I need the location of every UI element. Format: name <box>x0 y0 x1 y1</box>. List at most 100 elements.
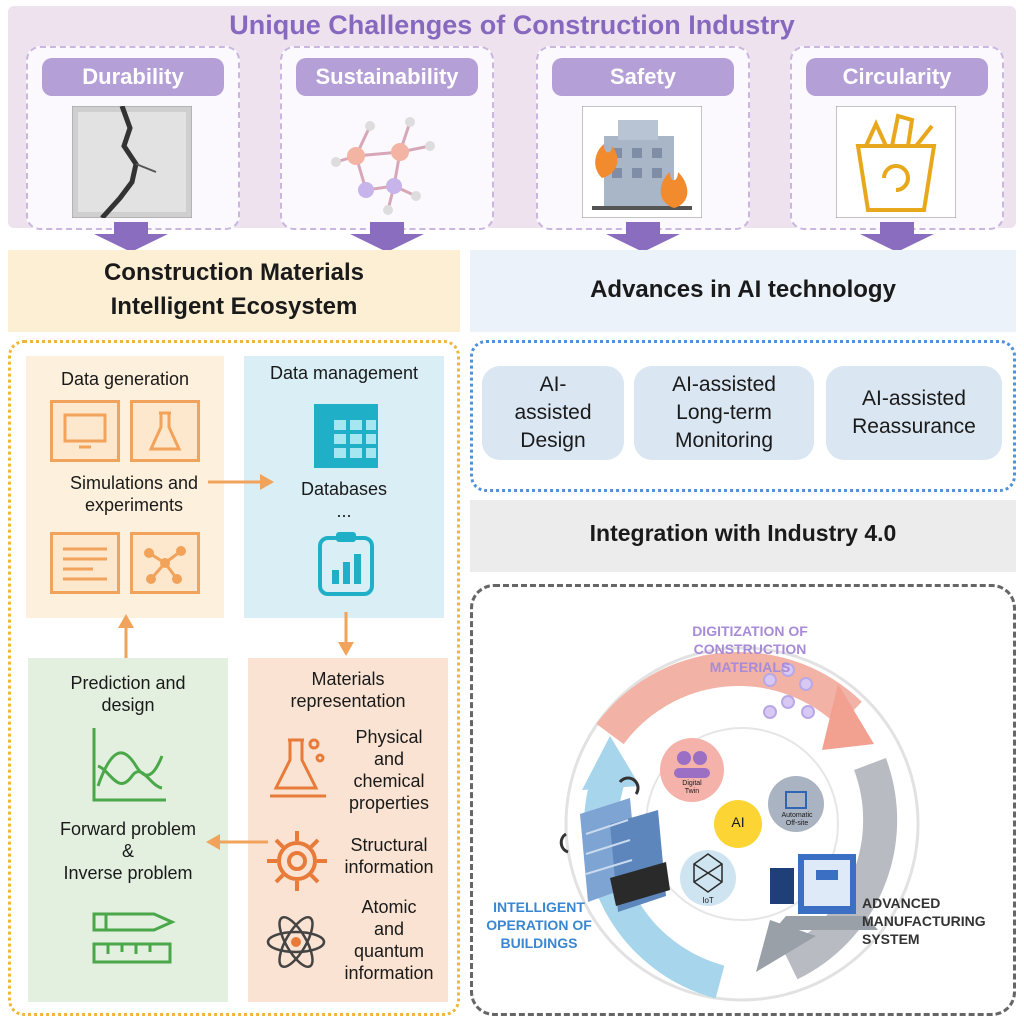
flask-icon <box>130 400 200 462</box>
database-table-icon <box>314 404 378 468</box>
materials-rep-item-structural: Structural information <box>330 834 448 878</box>
challenge-card-safety: Safety <box>536 46 750 230</box>
arrow-down <box>338 612 354 656</box>
materials-rep-title-line2: representation <box>290 691 406 711</box>
industry-title: Integration with Industry 4.0 <box>589 520 897 546</box>
label-line: DIGITIZATION OF <box>692 623 808 639</box>
cmie-header <box>8 250 460 332</box>
item-line: and <box>373 749 405 769</box>
ai-pill-monitoring: AI-assisted Long-term Monitoring <box>634 366 814 460</box>
caption-line: Inverse problem <box>63 863 193 883</box>
pill-line: AI- <box>539 373 567 396</box>
advanced-manufacturing-label: ADVANCED MANUFACTURING SYSTEM <box>862 894 1012 948</box>
materials-rep-item-atomic: Atomic and quantum information <box>330 896 448 984</box>
data-generation-caption: Simulations and experiments <box>26 472 242 516</box>
ai-border <box>470 340 1016 492</box>
label-line: BUILDINGS <box>500 935 578 951</box>
prediction-caption: Forward problem & Inverse problem <box>28 818 228 884</box>
chart-graph-icon <box>92 728 166 802</box>
label-line: MANUFACTURING <box>862 913 986 929</box>
caption-line: & <box>121 841 134 861</box>
cmie-title: Construction Materials Intelligent Ecosy… <box>8 256 460 324</box>
label-line: Automatic <box>781 812 813 819</box>
pill-line: Design <box>520 429 586 452</box>
label-line: Digital <box>682 780 702 787</box>
gear-icon <box>267 831 327 891</box>
item-line: Atomic <box>361 897 417 917</box>
item-line: Structural <box>350 835 428 855</box>
industry-border <box>470 584 1016 1016</box>
cmie-title-line1: Construction Materials <box>103 259 365 286</box>
automatic-offsite-label: Automatic Off-site <box>770 812 824 828</box>
pill-line: assisted <box>514 401 592 424</box>
down-arrows <box>94 222 934 252</box>
materials-rep-item-physical: Physical and chemical properties <box>330 726 448 814</box>
label-line: OPERATION OF <box>486 917 592 933</box>
industry-cycle-diagram <box>559 646 920 1002</box>
concrete-crack-icon <box>72 106 192 218</box>
label-line: Twin <box>684 788 700 795</box>
ai-pill-reassurance: AI-assisted Reassurance <box>826 366 1002 460</box>
digitization-label: DIGITIZATION OF CONSTRUCTION MATERIALS <box>660 622 840 676</box>
databases-ellipsis: ... <box>336 501 352 521</box>
clipboard-chart-icon <box>318 532 374 596</box>
intelligent-operation-label: INTELLIGENT OPERATION OF BUILDINGS <box>474 898 604 952</box>
prediction-title-line2: design <box>101 695 155 715</box>
digital-twin-label: Digital Twin <box>666 780 718 796</box>
materials-rep-title: Materials representation <box>248 668 448 712</box>
pill-line: AI-assisted <box>672 373 776 396</box>
challenges-title: Unique Challenges of Construction Indust… <box>229 10 795 40</box>
pill-line: Long-term <box>676 401 772 424</box>
building-fire-icon <box>582 106 702 218</box>
data-generation-title: Data generation <box>60 369 190 389</box>
label-line: MATERIALS <box>709 659 791 675</box>
atom-icon <box>266 915 326 969</box>
item-line: quantum <box>353 941 425 961</box>
item-line: and <box>373 919 405 939</box>
label-line: ADVANCED <box>862 895 941 911</box>
pencil-ruler-icon <box>92 912 176 964</box>
databases-label: Databases <box>300 479 388 499</box>
arrow-up <box>118 614 134 658</box>
ai-title: Advances in AI technology <box>590 276 896 303</box>
prediction-title-line1: Prediction and <box>70 673 186 693</box>
prediction-title: Prediction and design <box>28 672 228 716</box>
materials-rep-panel <box>248 658 448 1002</box>
pill-line: Reassurance <box>852 415 976 438</box>
arrow-right <box>208 474 274 490</box>
recycle-bin-icon <box>836 106 956 218</box>
arrow-left <box>206 834 268 850</box>
caption-line: experiments <box>84 495 184 515</box>
molecule-icon <box>331 117 435 215</box>
caption-line: Simulations and <box>69 473 199 493</box>
item-line: properties <box>348 793 430 813</box>
challenge-card-durability: Durability <box>26 46 240 230</box>
pill-line: Monitoring <box>674 429 774 452</box>
label-line: Off-site <box>785 820 809 827</box>
data-management-title: Data management <box>269 363 419 383</box>
ai-header <box>470 250 1016 332</box>
label-line: INTELLIGENT <box>493 899 585 915</box>
item-line: Physical <box>355 727 423 747</box>
monitor-icon <box>50 400 120 462</box>
challenge-label: Durability <box>42 58 224 96</box>
ai-center-label: AI <box>731 814 745 830</box>
challenge-card-circularity: Circularity <box>790 46 1004 230</box>
industry-header <box>470 500 1016 572</box>
challenge-label: Circularity <box>806 58 988 96</box>
item-line: chemical <box>353 771 425 791</box>
cmie-title-line2: Intelligent Ecosystem <box>110 293 358 320</box>
materials-rep-title-line1: Materials <box>311 669 385 689</box>
network-icon <box>130 532 200 594</box>
item-line: information <box>344 963 434 983</box>
pill-line: AI-assisted <box>862 387 966 410</box>
flask-bubbles-icon <box>270 738 326 798</box>
caption-line: Forward problem <box>59 819 197 839</box>
iot-label: IoT <box>702 896 714 905</box>
label-line: SYSTEM <box>862 931 920 947</box>
document-icon <box>50 532 120 594</box>
item-line: information <box>344 857 434 877</box>
challenge-card-sustainability: Sustainability <box>280 46 494 230</box>
ecosystem-border <box>8 340 460 1016</box>
challenge-label: Sustainability <box>296 58 478 96</box>
